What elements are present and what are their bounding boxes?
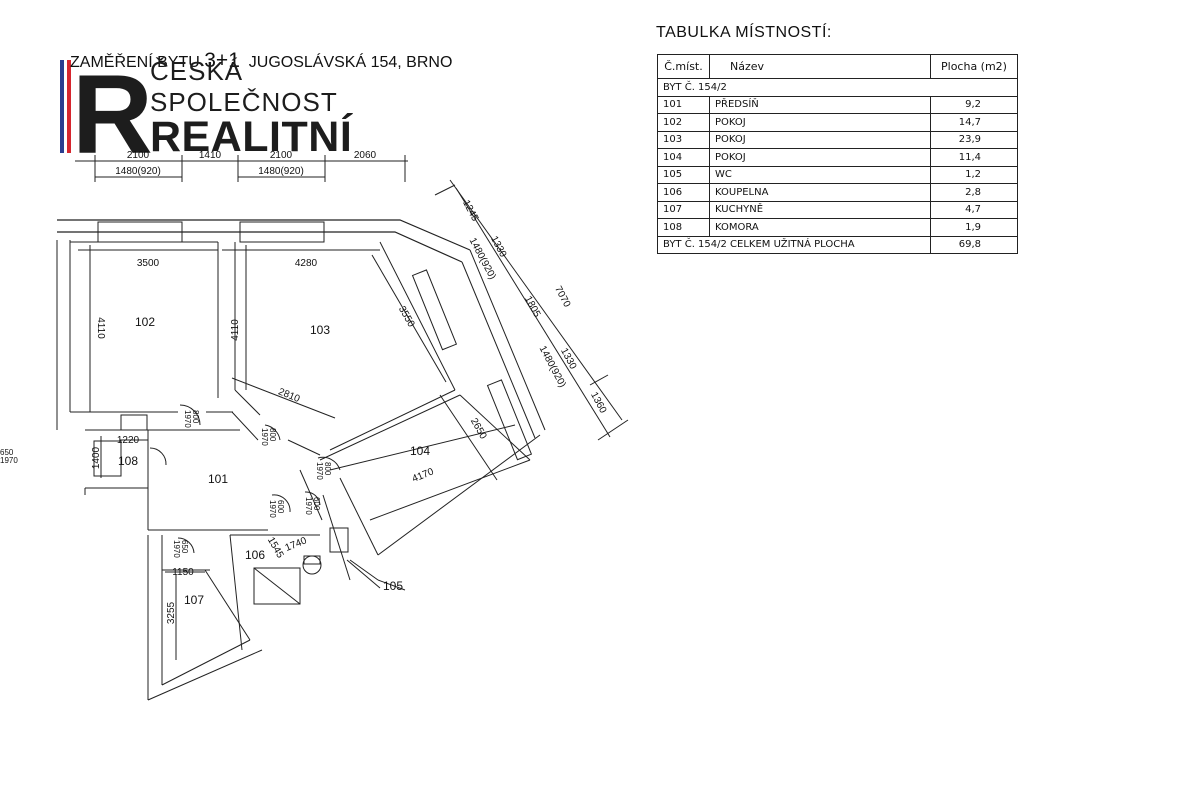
row-num: 104 (657, 148, 710, 167)
dim-3500: 3500 (137, 258, 160, 269)
row-name: WC (709, 165, 931, 184)
plan-title-address: JUGOSLÁVSKÁ 154, BRNO (248, 54, 453, 71)
door-label-7: 6501970 (172, 540, 189, 558)
dim-win-b: 1480(920) (258, 166, 304, 177)
dim-1220: 1220 (117, 435, 140, 446)
dim-4280: 4280 (295, 258, 318, 269)
door-label-2: 8001970 (260, 428, 277, 446)
row-num: 106 (657, 183, 710, 202)
room-label-108: 108 (118, 454, 138, 468)
room-label-104: 104 (410, 444, 430, 458)
row-name: KOUPELNA (709, 183, 931, 202)
logo-mark: R (60, 52, 153, 177)
door-label-1: 8001970 (183, 410, 200, 428)
row-area: 1,2 (930, 165, 1018, 184)
total-label: BYT Č. 154/2 CELKEM UŽITNÁ PLOCHA (657, 235, 931, 254)
door-label-6: 6001970 (304, 497, 321, 515)
dim-4110a: 4110 (95, 317, 106, 339)
table-total-row: BYT Č. 154/2 CELKEM UŽITNÁ PLOCHA 69,8 (657, 235, 1018, 254)
dim-top-2100b: 2100 (270, 150, 293, 161)
row-name: POKOJ (709, 130, 931, 149)
row-name: POKOJ (709, 113, 931, 132)
room-label-107: 107 (184, 593, 204, 607)
room-label-105: 105 (383, 579, 403, 593)
row-num: 103 (657, 130, 710, 149)
dim-2810: 2810 (277, 386, 302, 405)
total-area: 69,8 (930, 235, 1018, 254)
row-num: 102 (657, 113, 710, 132)
plan-title-layout: 3+1 (204, 49, 240, 72)
door-label-3: 8001970 (315, 462, 332, 480)
table-header-row: Č.míst. Název Plocha (m2) (657, 54, 1018, 79)
row-area: 14,7 (930, 113, 1018, 132)
dim-1400: 1400 (91, 446, 102, 469)
dim-top-2100a: 2100 (127, 150, 150, 161)
dim-1545: 1545 (265, 535, 286, 560)
dim-r-1360: 1360 (588, 390, 608, 415)
logo-line-1: ČESKÁ (150, 56, 244, 86)
group-label: BYT Č. 154/2 (657, 78, 1018, 97)
header-room-number: Č.míst. (657, 54, 710, 79)
row-name: KUCHYNĚ (709, 200, 931, 219)
row-name: PŘEDSÍŇ (709, 95, 931, 114)
row-num: 108 (657, 218, 710, 237)
dim-r-1805: 1805 (522, 294, 542, 319)
row-name: KOMORA (709, 218, 931, 237)
dim-top-1410: 1410 (199, 150, 222, 161)
room-label-103: 103 (310, 323, 330, 337)
row-num: 107 (657, 200, 710, 219)
dim-r-7070: 7070 (552, 284, 572, 309)
row-area: 4,7 (930, 200, 1018, 219)
room-label-106: 106 (245, 548, 265, 562)
dim-r-1330a: 1330 (488, 234, 508, 259)
header-room-name: Název (709, 54, 931, 79)
dim-4110b: 4110 (230, 319, 241, 341)
row-area: 2,8 (930, 183, 1018, 202)
row-num: 105 (657, 165, 710, 184)
row-num: 101 (657, 95, 710, 114)
logo-letter: R (72, 52, 153, 177)
table-title: TABULKA MÍSTNOSTÍ: (656, 24, 832, 41)
table-group-row: BYT Č. 154/2 (657, 78, 1018, 97)
plan-title-prefix: ZAMĚŘENÍ BYTU (70, 54, 200, 71)
dim-win-a: 1480(920) (115, 166, 161, 177)
room-label-102: 102 (135, 315, 155, 329)
row-area: 1,9 (930, 218, 1018, 237)
row-area: 11,4 (930, 148, 1018, 167)
header-room-area: Plocha (m2) (930, 54, 1018, 79)
room-label-101: 101 (208, 472, 228, 486)
logo-line-3: REALITNÍ (150, 113, 353, 161)
row-area: 9,2 (930, 95, 1018, 114)
logo-line-2: SPOLEČNOST (150, 87, 338, 117)
row-name: POKOJ (709, 148, 931, 167)
dim-1150: 1150 (172, 567, 194, 578)
dim-top-2060: 2060 (354, 150, 377, 161)
rooms-table: Č.míst. Název Plocha (m2) BYT Č. 154/2 1… (657, 54, 1018, 254)
door-label-5: 6001970 (268, 500, 285, 518)
dim-3255: 3255 (166, 601, 177, 624)
dim-4170: 4170 (411, 466, 436, 485)
dim-1740: 1740 (284, 535, 309, 554)
dim-2650: 2650 (468, 416, 489, 441)
dim-r-1245: 1245 (460, 198, 480, 223)
plan-title: ZAMĚŘENÍ BYTU 3+1 JUGOSLÁVSKÁ 154, BRNO (70, 49, 452, 73)
row-area: 23,9 (930, 130, 1018, 149)
